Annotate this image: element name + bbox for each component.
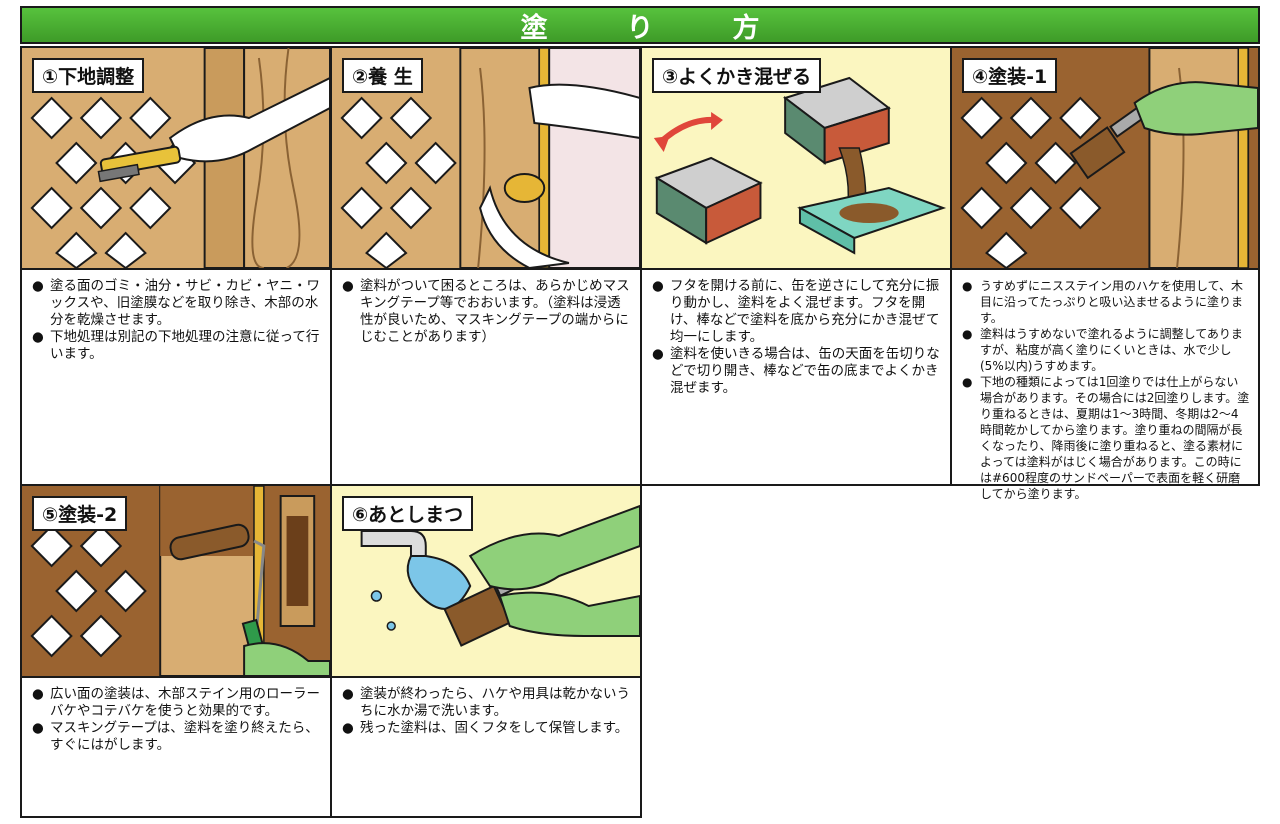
- step-2-illustration: [332, 48, 640, 270]
- step-1-panel: ①下地調整 塗る面のゴミ・油分・サビ・カビ・ヤニ・ワックスや、旧塗膜などを取り除…: [20, 46, 332, 486]
- list-item: 下地処理は別記の下地処理の注意に従って行います。: [32, 329, 322, 363]
- step-6-bullets: 塗装が終わったら、ハケや用具は乾かないうちに水か湯で洗います。 残った塗料は、固…: [342, 686, 632, 737]
- step-3-bullets: フタを開ける前に、缶を逆さにして充分に振り動かし、塗料をよく混ぜます。フタを開け…: [652, 278, 942, 397]
- step-4-label: ④塗装-1: [962, 58, 1058, 93]
- list-item: 塗料はうすめないで塗れるように調整してありますが、粘度が高く塗りにくいときは、水…: [962, 326, 1250, 374]
- masking-tape-image: [332, 48, 640, 268]
- list-item: 塗装が終わったら、ハケや用具は乾かないうちに水か湯で洗います。: [342, 686, 632, 720]
- step-4-panel: ④塗装-1 うすめずにニスステイン用のハケを使用して、木目に沿ってたっぷりと吸い…: [950, 46, 1260, 501]
- step-5-panel: ⑤塗装-2 広い面の塗装は、木部ステイン用のローラーバケやコテバケを使うと効果的…: [20, 484, 332, 818]
- step-5-bullets: 広い面の塗装は、木部ステイン用のローラーバケやコテバケを使うと効果的です。 マス…: [32, 686, 322, 754]
- step-5-label: ⑤塗装-2: [32, 496, 128, 531]
- list-item: 残った塗料は、固くフタをして保管します。: [342, 720, 632, 737]
- step-1-label: ①下地調整: [32, 58, 145, 93]
- step-1-illustration: [22, 48, 330, 270]
- wood-lattice-brush-image: [22, 48, 330, 268]
- step-2-panel: ②養 生 塗料がついて困るところは、あらかじめマスキングテープ等でおおいます。（…: [330, 46, 642, 486]
- list-item: 塗料を使いきる場合は、缶の天面を缶切りなどで切り開き、棒などで缶の底までよくかき…: [652, 346, 942, 397]
- step-6-label: ⑥あとしまつ: [342, 496, 474, 531]
- step-6-panel: ⑥あとしまつ 塗装が終わったら、ハケや用具は乾かないうちに水か湯で洗います。 残…: [330, 484, 642, 818]
- stained-lattice-brush-image: [952, 48, 1258, 268]
- step-1-bullets: 塗る面のゴミ・油分・サビ・カビ・ヤニ・ワックスや、旧塗膜などを取り除き、木部の水…: [32, 278, 322, 363]
- step-2-bullets: 塗料がついて困るところは、あらかじめマスキングテープ等でおおいます。（塗料は浸透…: [342, 278, 632, 346]
- list-item: うすめずにニスステイン用のハケを使用して、木目に沿ってたっぷりと吸い込ませるよう…: [962, 278, 1250, 326]
- list-item: 下地の種類によっては1回塗りでは仕上がらない場合があります。その場合には2回塗り…: [962, 374, 1250, 502]
- list-item: 塗る面のゴミ・油分・サビ・カビ・ヤニ・ワックスや、旧塗膜などを取り除き、木部の水…: [32, 278, 322, 329]
- list-item: マスキングテープは、塗料を塗り終えたら、すぐにはがします。: [32, 720, 322, 754]
- step-3-panel: ③よくかき混ぜる フタを開ける前に、缶を逆さにして充分に振り動かし、塗料をよく混…: [640, 46, 952, 486]
- list-item: 塗料がついて困るところは、あらかじめマスキングテープ等でおおいます。（塗料は浸透…: [342, 278, 632, 346]
- step-3-label: ③よくかき混ぜる: [652, 58, 822, 93]
- step-4-bullets: うすめずにニスステイン用のハケを使用して、木目に沿ってたっぷりと吸い込ませるよう…: [962, 278, 1250, 502]
- list-item: 広い面の塗装は、木部ステイン用のローラーバケやコテバケを使うと効果的です。: [32, 686, 322, 720]
- step-2-label: ②養 生: [342, 58, 423, 93]
- list-item: フタを開ける前に、缶を逆さにして充分に振り動かし、塗料をよく混ぜます。フタを開け…: [652, 278, 942, 346]
- page-title: 塗 り 方: [20, 6, 1260, 44]
- step-4-illustration: [952, 48, 1258, 270]
- steps-grid: ①下地調整 塗る面のゴミ・油分・サビ・カビ・ヤニ・ワックスや、旧塗膜などを取り除…: [20, 46, 1260, 820]
